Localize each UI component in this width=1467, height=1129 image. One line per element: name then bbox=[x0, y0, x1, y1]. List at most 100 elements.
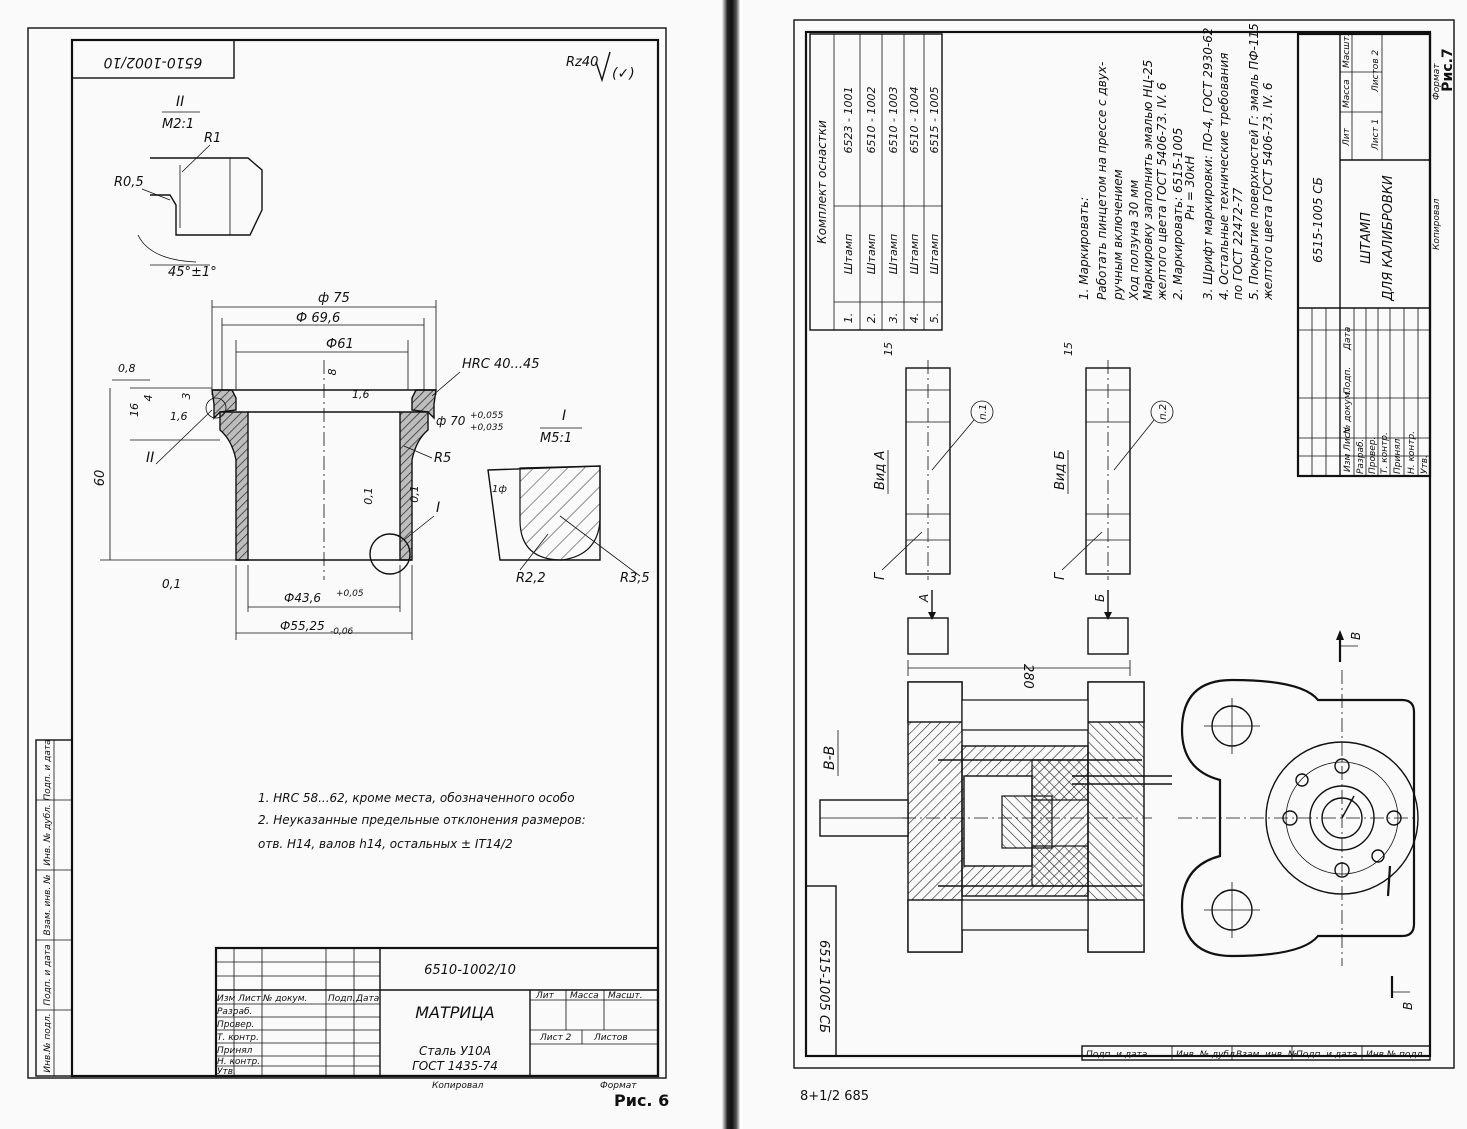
svg-text:0,1: 0,1 bbox=[362, 487, 375, 505]
detail-i-marker bbox=[369, 533, 411, 575]
figure-7-label: Рис.7 bbox=[1440, 48, 1456, 91]
svg-text:R5: R5 bbox=[434, 451, 451, 466]
svg-text:6510 - 1004: 6510 - 1004 bbox=[908, 87, 921, 154]
svg-text:+0,05: +0,05 bbox=[336, 589, 364, 599]
svg-text:по ГОСТ 22472-77: по ГОСТ 22472-77 bbox=[1231, 187, 1245, 300]
right-outer-frame bbox=[793, 19, 1455, 1069]
svg-text:6510 - 1003: 6510 - 1003 bbox=[887, 87, 900, 154]
svg-text:Взам. инв. №: Взам. инв. № bbox=[1236, 1050, 1297, 1060]
svg-text:Масшт.: Масшт. bbox=[608, 991, 643, 1001]
svg-text:Б: Б bbox=[1093, 594, 1107, 602]
svg-text:Разраб.: Разраб. bbox=[1356, 439, 1366, 474]
detail-i-view: I M5:1 1ф R2,2 R3,5 bbox=[487, 408, 650, 586]
svg-text:6515 - 1005: 6515 - 1005 bbox=[928, 87, 941, 154]
rotated-doc-number: 6510-1002/10 bbox=[71, 39, 235, 79]
svg-text:15: 15 bbox=[1062, 342, 1075, 356]
svg-text:Формат: Формат bbox=[600, 1081, 637, 1091]
section-v-v: В-В bbox=[819, 681, 1172, 953]
svg-text:МАТРИЦА: МАТРИЦА bbox=[415, 1003, 495, 1022]
svg-text:желтого цвета ГОСТ 5406-73. IV: желтого цвета ГОСТ 5406-73. IV. 6 bbox=[1155, 82, 1169, 301]
svg-text:№ докум.: № докум. bbox=[1343, 390, 1353, 435]
svg-text:M2:1: M2:1 bbox=[162, 117, 194, 132]
svg-text:Вид Б: Вид Б bbox=[1053, 451, 1068, 490]
svg-text:6510 - 1002: 6510 - 1002 bbox=[865, 87, 878, 154]
svg-text:3.: 3. bbox=[887, 313, 900, 324]
svg-text:Ф 69,6: Ф 69,6 bbox=[296, 311, 340, 326]
svg-text:R0,5: R0,5 bbox=[114, 175, 144, 190]
svg-text:Формат: Формат bbox=[1432, 63, 1442, 100]
left-title-block: 6510-1002/10 МАТРИЦА Сталь У10А ГОСТ 143… bbox=[214, 946, 660, 1091]
figure-6-label: Рис. 6 bbox=[614, 1091, 669, 1110]
right-title-block: 6515-1005 СБ ШТАМП ДЛЯ КАЛИБРОВКИ Лит Ма… bbox=[1296, 32, 1442, 478]
svg-text:Дата: Дата bbox=[355, 994, 379, 1004]
svg-text:0,8: 0,8 bbox=[118, 362, 136, 375]
svg-text:1,6: 1,6 bbox=[352, 388, 370, 401]
svg-text:Подп. и дата: Подп. и дата bbox=[43, 944, 53, 1005]
bottom-registration-strip: Подп. и дата Инв. № дубл. Взам. инв. № П… bbox=[1081, 1045, 1431, 1061]
svg-text:Лит: Лит bbox=[1342, 127, 1352, 147]
svg-text:II: II bbox=[146, 450, 154, 466]
svg-text:Листов: Листов bbox=[593, 1033, 628, 1043]
svg-text:R3,5: R3,5 bbox=[620, 571, 650, 586]
svg-text:Ф55,25: Ф55,25 bbox=[280, 619, 325, 633]
svg-text:Ф61: Ф61 bbox=[326, 337, 354, 352]
svg-text:1. HRC 58...62, кроме места, о: 1. HRC 58...62, кроме места, обозначенно… bbox=[258, 791, 575, 805]
svg-text:Ход ползуна 30 мм: Ход ползуна 30 мм bbox=[1127, 180, 1141, 301]
left-outer-frame bbox=[27, 27, 667, 1079]
svg-text:отв. H14, валов h14, остальных: отв. H14, валов h14, остальных ± IT14/2 bbox=[258, 837, 513, 851]
svg-text:Лист 2: Лист 2 bbox=[539, 1033, 572, 1043]
svg-text:Принял: Принял bbox=[1393, 438, 1403, 474]
view-b: 15 п.2 Вид Б Г bbox=[1053, 342, 1174, 580]
svg-text:Инв.№ подл.: Инв.№ подл. bbox=[1366, 1050, 1425, 1060]
svg-text:R2,2: R2,2 bbox=[516, 571, 546, 586]
svg-text:Разраб.: Разраб. bbox=[217, 1007, 252, 1017]
svg-text:Штамп: Штамп bbox=[842, 234, 855, 274]
svg-text:Масса: Масса bbox=[570, 991, 599, 1001]
svg-text:5. Покрытие поверхностей Г: эм: 5. Покрытие поверхностей Г: эмаль ПФ-115 bbox=[1247, 23, 1261, 300]
svg-text:1,6: 1,6 bbox=[170, 410, 188, 423]
svg-text:I: I bbox=[436, 500, 440, 516]
svg-text:ДЛЯ КАЛИБРОВКИ: ДЛЯ КАЛИБРОВКИ bbox=[1381, 175, 1396, 302]
svg-text:6510-1002/10: 6510-1002/10 bbox=[424, 963, 516, 978]
svg-text:4.: 4. bbox=[908, 313, 921, 324]
matrix-section-view: ф 75 Ф 69,6 Ф61 0,8 4 16 3 1,6 60 8 1,6 … bbox=[93, 291, 540, 640]
svg-text:Rz40: Rz40 bbox=[566, 55, 598, 70]
svg-text:R1: R1 bbox=[204, 131, 221, 146]
svg-text:Провер.: Провер. bbox=[1368, 437, 1378, 474]
view-a: 15 п.1 Вид А Г bbox=[873, 342, 994, 580]
svg-text:Подп. и дата: Подп. и дата bbox=[1296, 1050, 1357, 1060]
svg-text:Г: Г bbox=[1053, 571, 1068, 580]
roughness-symbol: Rz40 (✓) bbox=[566, 51, 635, 83]
svg-text:+0,055: +0,055 bbox=[470, 411, 504, 421]
svg-text:2. Маркировать: 6515-1005: 2. Маркировать: 6515-1005 bbox=[1171, 128, 1185, 300]
svg-text:Копировал: Копировал bbox=[432, 1081, 484, 1091]
die-plan-view: В В bbox=[1178, 630, 1419, 1010]
svg-text:желтого цвета ГОСТ 5406-73. IV: желтого цвета ГОСТ 5406-73. IV. 6 bbox=[1261, 82, 1275, 301]
svg-text:Масса: Масса bbox=[1342, 79, 1352, 108]
svg-text:4. Остальные технические требо: 4. Остальные технические требования bbox=[1217, 53, 1231, 300]
svg-text:Ф43,6: Ф43,6 bbox=[284, 591, 321, 605]
svg-text:ф 70: ф 70 bbox=[436, 414, 466, 428]
matrix-drawing: 6510-1002/10 Rz40 (✓) II M2:1 R1 R0,5 45… bbox=[27, 27, 669, 1110]
svg-text:HRC 40...45: HRC 40...45 bbox=[462, 357, 540, 372]
assembly-notes: 1. Маркировать: Работать пинцетом на пре… bbox=[1077, 23, 1275, 301]
svg-text:3: 3 bbox=[180, 393, 193, 400]
svg-text:6510-1002/10: 6510-1002/10 bbox=[103, 54, 202, 70]
svg-text:Штамп: Штамп bbox=[887, 234, 900, 274]
svg-text:4: 4 bbox=[142, 395, 155, 402]
svg-text:Провер.: Провер. bbox=[217, 1020, 254, 1030]
svg-text:Изм Лист: Изм Лист bbox=[1343, 427, 1353, 472]
svg-text:Взам. инв. №: Взам. инв. № bbox=[43, 874, 53, 935]
svg-text:Pн = 30кН: Pн = 30кН bbox=[1183, 156, 1197, 220]
svg-text:0,1: 0,1 bbox=[408, 485, 421, 503]
svg-text:(✓): (✓) bbox=[612, 66, 635, 82]
svg-text:Г: Г bbox=[873, 571, 888, 580]
svg-text:60: 60 bbox=[93, 470, 108, 487]
book-spine bbox=[722, 0, 740, 1129]
svg-text:Т. контр.: Т. контр. bbox=[217, 1033, 259, 1043]
svg-text:Принял: Принял bbox=[217, 1046, 253, 1056]
section-arrows-ab: А Б 280 bbox=[907, 590, 1131, 689]
svg-text:ШТАМП: ШТАМП bbox=[1359, 212, 1374, 264]
svg-text:6515-1005 СБ: 6515-1005 СБ bbox=[1311, 177, 1325, 263]
svg-text:Лит: Лит bbox=[535, 991, 555, 1001]
